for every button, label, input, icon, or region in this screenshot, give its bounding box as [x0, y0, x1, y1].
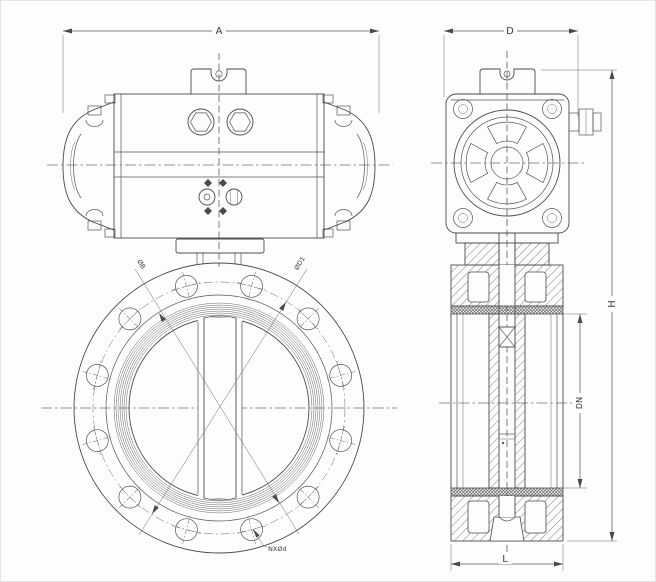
- pilot-ports: [198, 179, 243, 215]
- hex-port-right: [226, 108, 254, 136]
- dim-label-dn: DN: [575, 397, 584, 409]
- dim-label-l: L: [502, 554, 508, 565]
- dim-label-d1: ØD1: [293, 255, 307, 271]
- bolt-note-label: NXØd: [268, 545, 287, 553]
- side-port: [568, 108, 602, 136]
- valve-disc: [197, 315, 243, 501]
- dimension-h: H: [541, 69, 618, 542]
- valve-front-view: [41, 262, 397, 554]
- dimension-dn: DN: [519, 313, 587, 489]
- dim-label-d: D: [506, 26, 514, 37]
- dimension-d: D: [443, 24, 579, 117]
- dim-label-a: A: [216, 26, 223, 37]
- corner-bolts: [453, 99, 562, 228]
- dim-label-h: H: [607, 300, 618, 308]
- actuator-side-view: [431, 51, 602, 251]
- dimension-a: A: [62, 24, 380, 113]
- valve-section-view: [439, 232, 581, 553]
- dim-label-b: ØB: [135, 258, 147, 270]
- dimension-l: L: [450, 544, 564, 571]
- actuator-front-view: [47, 53, 393, 267]
- hex-port-left: [187, 108, 215, 136]
- dimension-b: ØB: [134, 258, 300, 535]
- bolt-note: NXØd: [252, 529, 287, 553]
